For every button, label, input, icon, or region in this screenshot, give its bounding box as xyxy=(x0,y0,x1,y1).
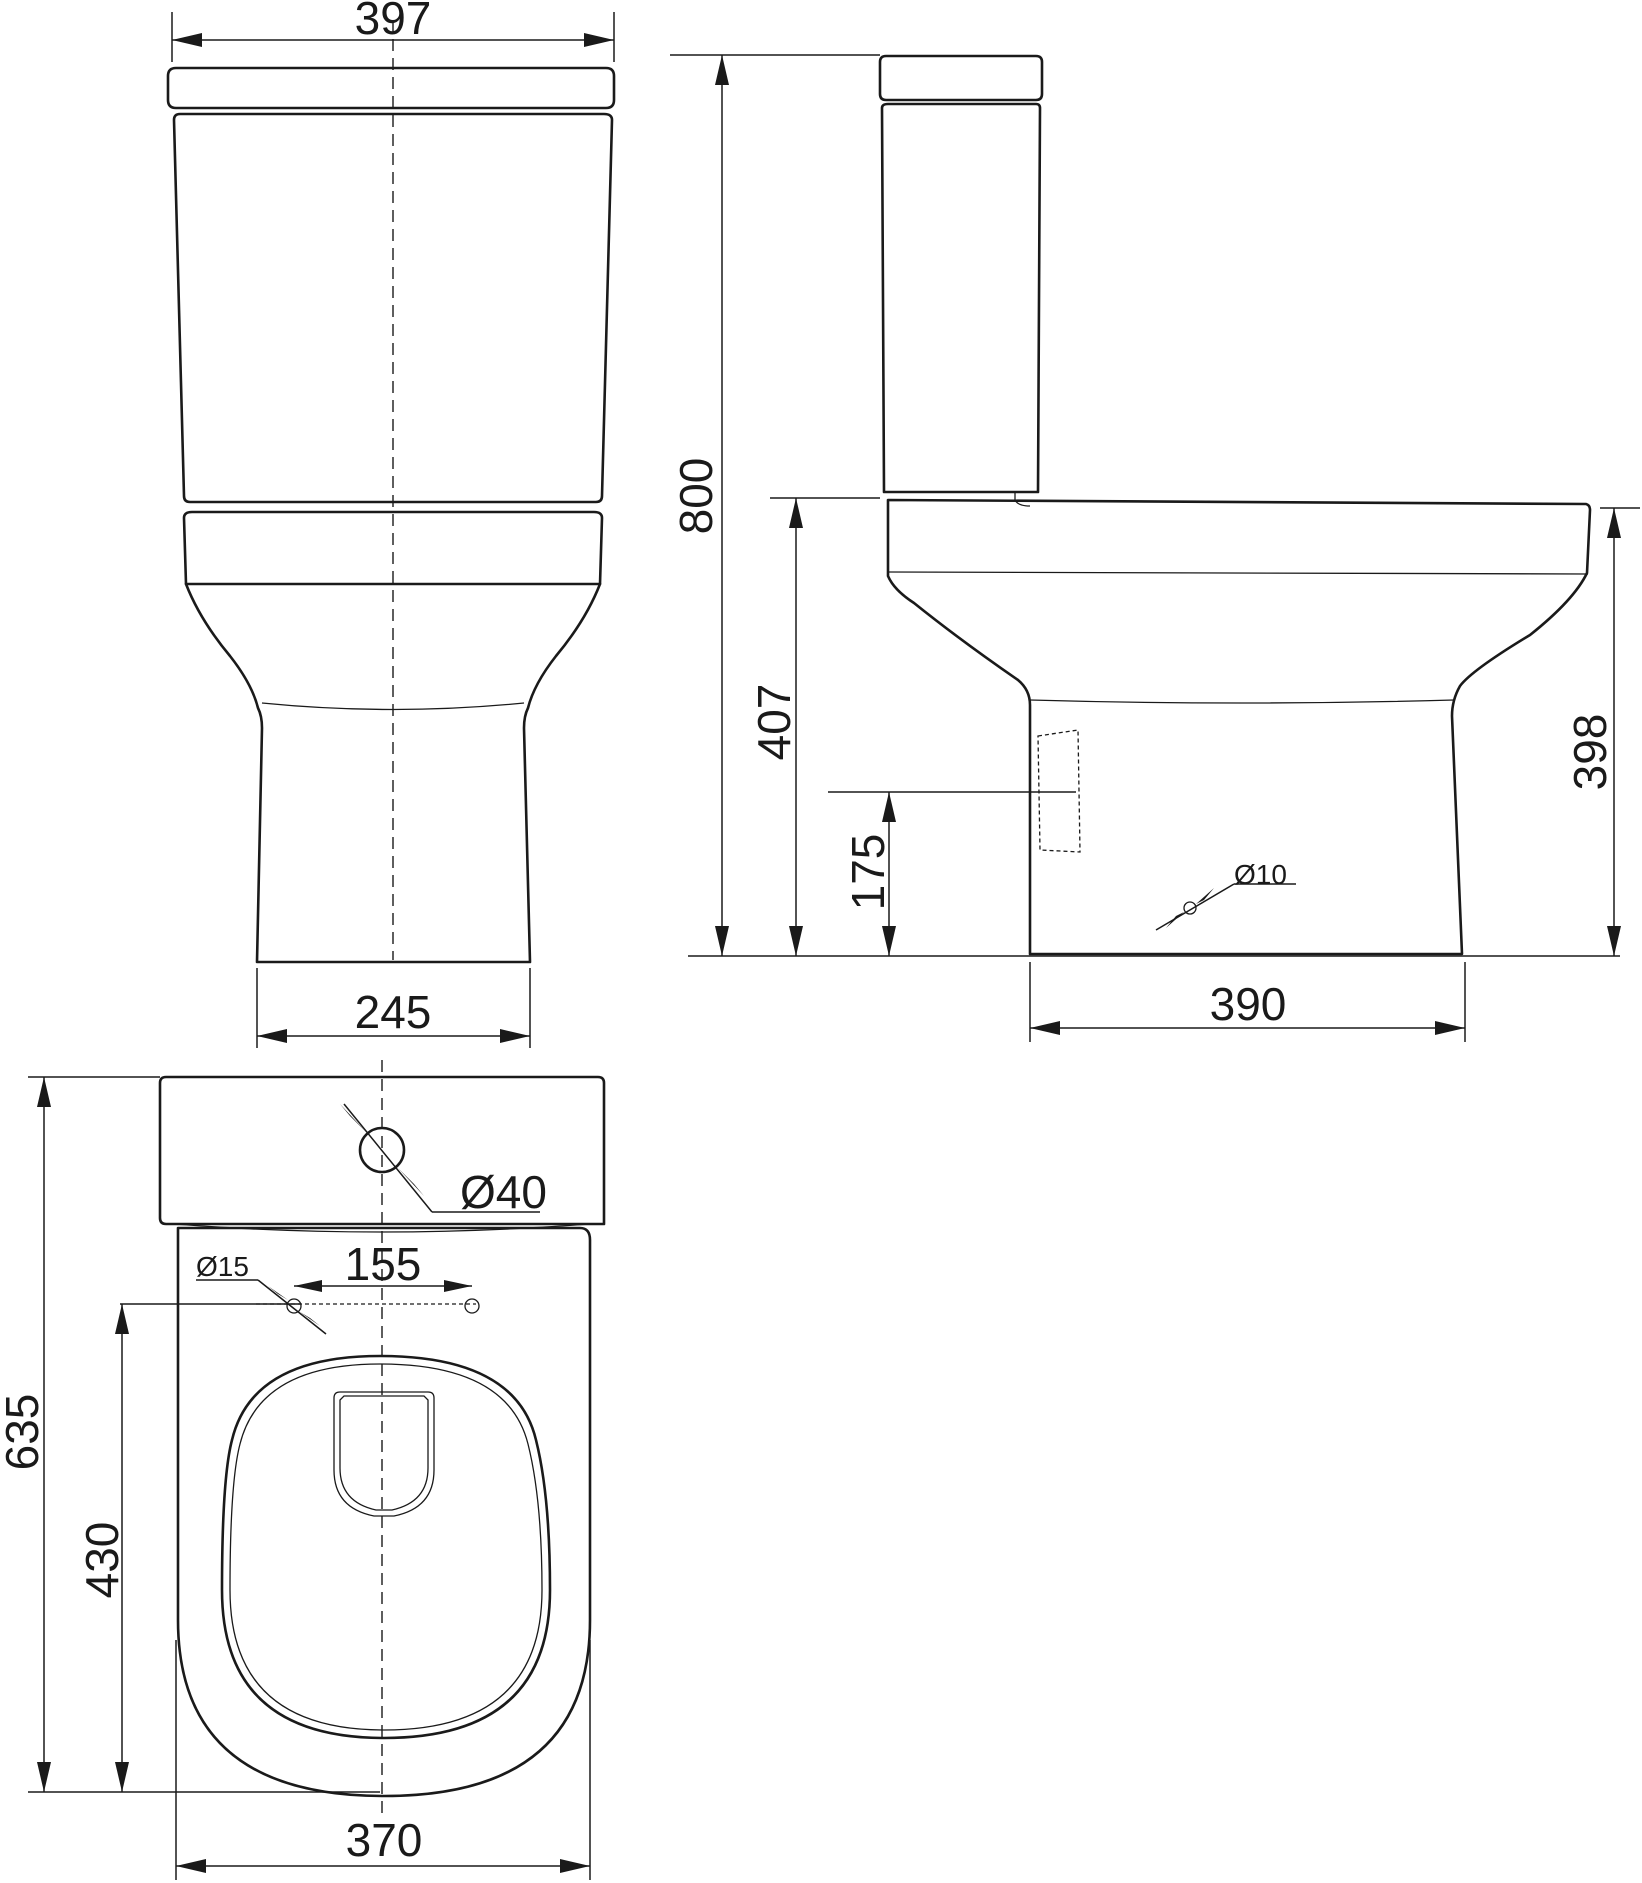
overall-depth-label: 635 xyxy=(0,1394,48,1471)
top-tank xyxy=(158,1075,606,1226)
side-tank-lid xyxy=(878,54,1044,102)
bolt-spacing-label: 155 xyxy=(345,1238,422,1290)
bolt-hole-left xyxy=(286,1298,302,1314)
side-tank-foot xyxy=(1014,492,1031,507)
top-seat-inner xyxy=(229,1363,543,1731)
side-tank-body xyxy=(880,102,1042,494)
fixing-hole xyxy=(1183,901,1197,915)
front-view: 397 245 xyxy=(166,0,616,1048)
top-seat xyxy=(220,1354,552,1740)
top-bowl xyxy=(176,1226,592,1798)
dim-overall-depth: 635 xyxy=(0,1077,51,1792)
flush-hole-callout: Ø40 xyxy=(340,1103,547,1218)
base-depth-label: 390 xyxy=(1210,978,1287,1030)
dim-total-height: 800 xyxy=(670,55,729,956)
tank-width-label: 397 xyxy=(355,0,432,44)
bolt-holes: 155 Ø15 xyxy=(120,1238,480,1335)
front-pedestal xyxy=(184,582,602,964)
flush-hole-label: Ø40 xyxy=(460,1166,547,1218)
total-height-label: 800 xyxy=(670,458,722,535)
fixing-hole-label: Ø10 xyxy=(1234,859,1287,890)
dim-tank-width: 397 xyxy=(171,0,615,62)
inlet-height-label: 175 xyxy=(842,834,894,911)
rim-height-label: 398 xyxy=(1564,714,1616,791)
side-rim-line xyxy=(887,571,1589,575)
bolt-hole-right xyxy=(464,1298,480,1314)
top-flush-plate-inner xyxy=(339,1395,429,1511)
dim-base-depth: 390 xyxy=(1029,962,1466,1042)
bowl-width-label: 370 xyxy=(346,1814,423,1866)
side-pedestal-seam xyxy=(1029,699,1455,704)
bolt-hole-label: Ø15 xyxy=(196,1251,249,1282)
dim-seat-height: 407 xyxy=(748,498,803,956)
outlet-distance-label: 430 xyxy=(76,1522,128,1599)
fixing-hole-callout: Ø10 xyxy=(1155,859,1296,931)
side-bowl xyxy=(886,498,1592,956)
front-tank-body xyxy=(172,112,614,504)
dim-bowl-width: 370 xyxy=(175,1640,591,1880)
seat-height-label: 407 xyxy=(748,684,800,761)
side-view: 800 407 175 398 xyxy=(670,54,1640,1042)
dim-foot-width: 245 xyxy=(256,968,531,1048)
dim-rim-height: 398 xyxy=(1564,507,1640,956)
front-tank-lid xyxy=(166,66,616,110)
top-view: Ø40 155 Ø15 635 xyxy=(0,1060,606,1880)
dim-outlet-distance: 430 xyxy=(76,1304,129,1792)
top-flush-plate xyxy=(333,1391,435,1517)
flush-hole xyxy=(358,1126,406,1174)
foot-width-label: 245 xyxy=(355,986,432,1038)
dim-inlet-height: 175 xyxy=(842,792,896,956)
side-inlet-hidden xyxy=(1037,729,1081,853)
